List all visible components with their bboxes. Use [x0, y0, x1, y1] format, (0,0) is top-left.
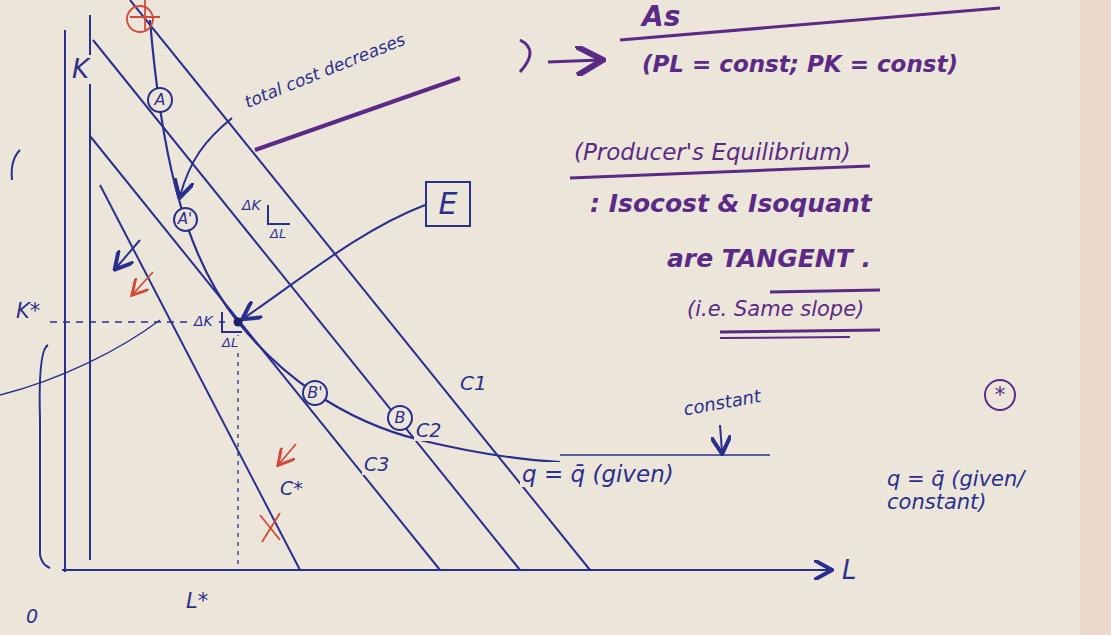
point-letter: * [995, 384, 1006, 406]
point-letter: E [439, 189, 458, 219]
annotation-text: (Producer's Equilibrium) [572, 140, 853, 165]
annotation-text: q = q̄ (given) [520, 462, 676, 487]
point-letter: A [155, 92, 166, 108]
annotation-text: ΔL [268, 227, 288, 241]
annotation-text: K* [14, 300, 42, 323]
annotation-text: are TANGENT . [665, 245, 873, 273]
point-letter: B' [307, 385, 322, 401]
annotation-text: ΔK [240, 198, 263, 213]
annotation-text: (i.e. Same slope) [685, 298, 866, 321]
annotation-text: : Isocost & Isoquant [588, 190, 874, 218]
point-letter: B [395, 410, 406, 426]
point-marker-circle: B' [302, 380, 328, 406]
annotation-text: ΔL [220, 336, 240, 350]
annotation-text: L [840, 556, 859, 585]
point-marker-circle: * [984, 379, 1016, 411]
annotation-text: C* [278, 478, 305, 499]
annotation-text: 0 [24, 606, 40, 627]
annotation-text: K [70, 55, 91, 84]
annotation-text: q = q̄ (given/ constant) [885, 468, 1079, 514]
annotation-text: L* [184, 590, 210, 613]
equilibrium-box: E [425, 181, 471, 227]
annotation-text: C3 [362, 454, 391, 475]
point-letter: A' [178, 212, 192, 227]
annotation-text: C2 [414, 420, 443, 441]
annotation-text: As [640, 2, 682, 33]
point-marker-circle: B [387, 405, 413, 431]
point-marker-circle: A [147, 87, 173, 113]
annotation-text: ΔK [192, 314, 215, 329]
annotation-text: C1 [458, 372, 489, 394]
point-marker-circle: A' [173, 207, 198, 232]
annotation-text: (PL = const; PK = const) [640, 52, 960, 77]
